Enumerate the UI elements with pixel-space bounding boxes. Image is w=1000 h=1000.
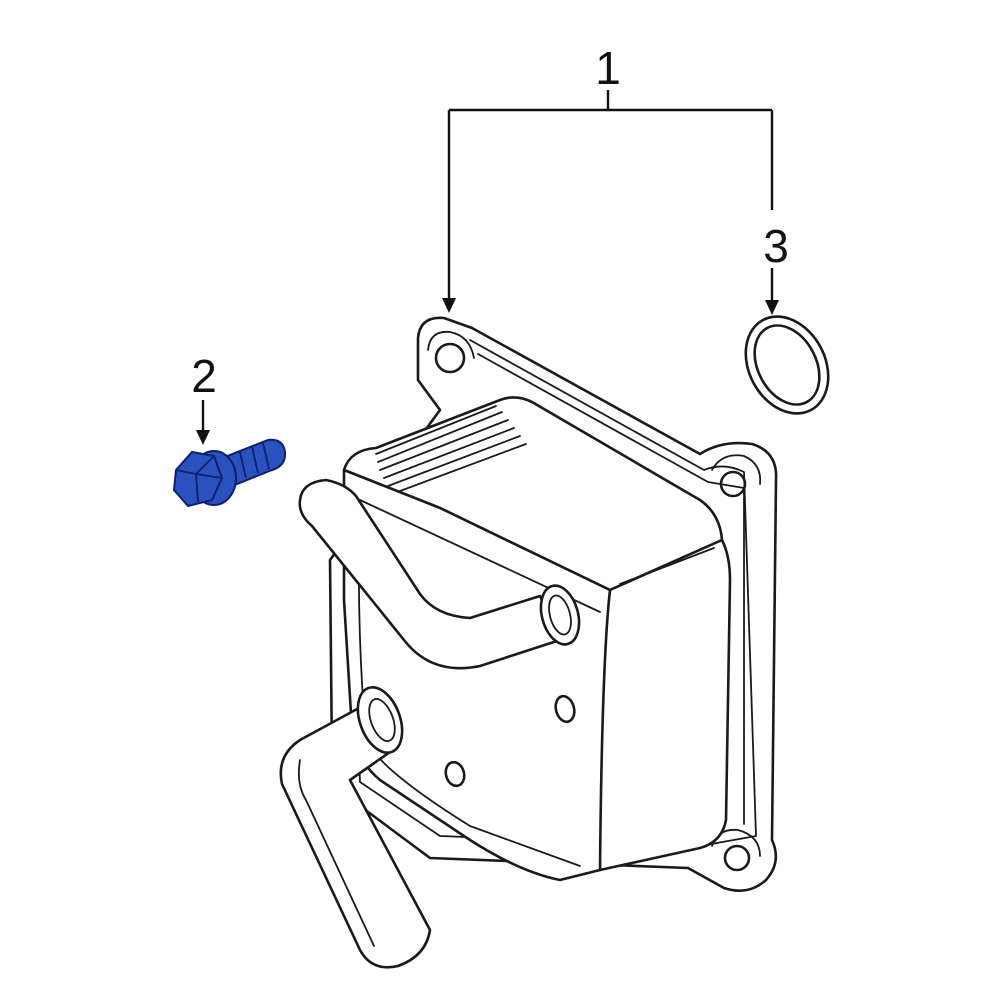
mount-hole-top-left [434,342,466,374]
leader-2 [196,400,210,445]
oil-cooler-assembly[interactable] [279,316,778,969]
bolt[interactable] [172,438,287,508]
port-hole-lower [444,760,466,788]
coolant-pipe-lower [279,700,432,969]
o-ring-seal[interactable] [730,302,845,428]
callout-label-1[interactable]: 1 [595,42,621,94]
coolant-pipe-upper [298,478,562,670]
mount-hole-bottom-right [723,844,751,872]
mount-hole-top-right [719,470,747,498]
leader-3 [765,268,779,315]
callout-label-3[interactable]: 3 [763,220,789,272]
leader-bracket-1 [442,90,774,313]
port-hole-upper [554,694,576,724]
callout-label-2[interactable]: 2 [191,350,217,402]
